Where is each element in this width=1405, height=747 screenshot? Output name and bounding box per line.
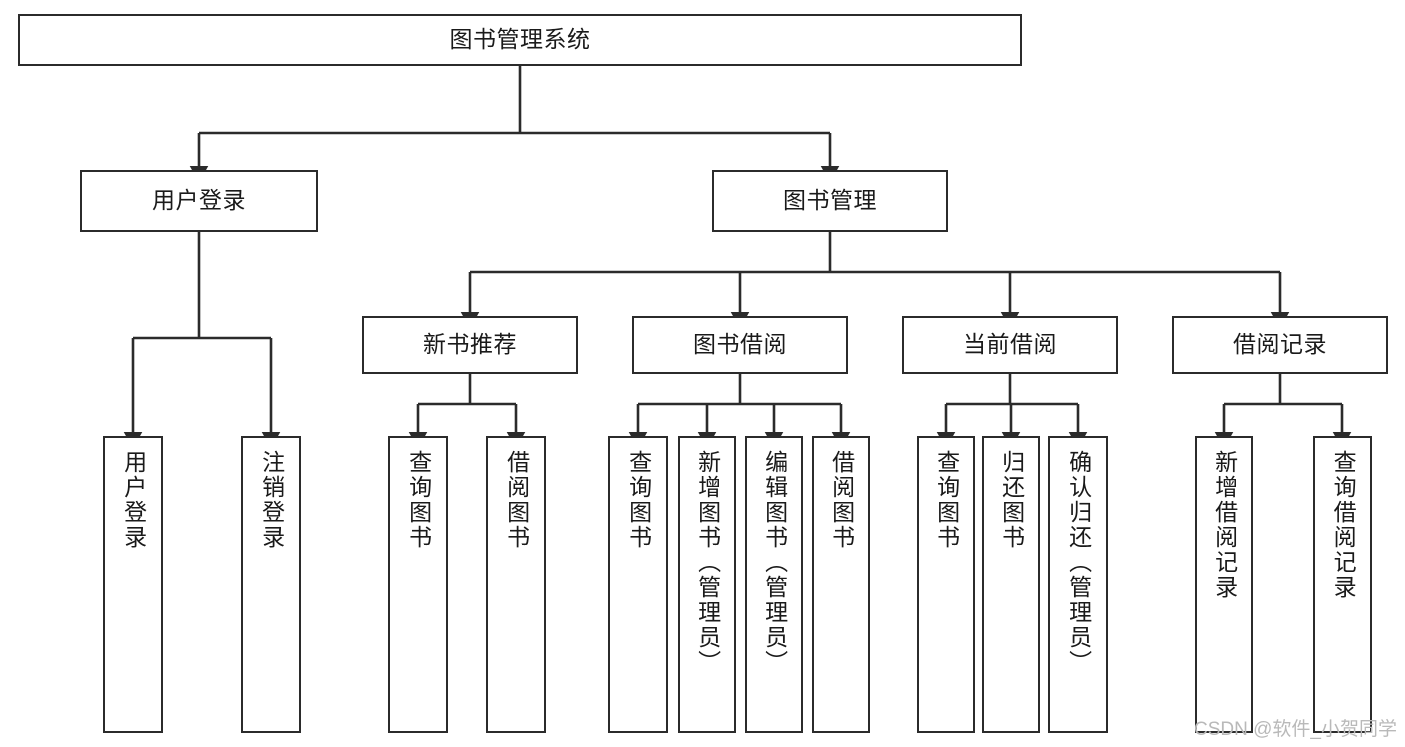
node-current-borrow[interactable]: 当前借阅 <box>902 316 1118 374</box>
node-label-leaf-logout: 注销登录 <box>258 450 285 550</box>
node-leaf-query-book-3[interactable]: 查询图书 <box>917 436 975 733</box>
node-borrow-record[interactable]: 借阅记录 <box>1172 316 1388 374</box>
node-leaf-query-book-2[interactable]: 查询图书 <box>608 436 668 733</box>
node-leaf-query-book-1[interactable]: 查询图书 <box>388 436 448 733</box>
node-label-leaf-borrow-book-2: 借阅图书 <box>828 450 855 550</box>
node-label-root: 图书管理系统 <box>449 26 591 53</box>
node-label-leaf-add-book: 新增图书（管理员） <box>694 450 721 675</box>
node-root[interactable]: 图书管理系统 <box>18 14 1022 66</box>
node-leaf-add-book[interactable]: 新增图书（管理员） <box>678 436 736 733</box>
node-leaf-query-record[interactable]: 查询借阅记录 <box>1313 436 1372 733</box>
node-label-leaf-query-book-1: 查询图书 <box>405 450 432 550</box>
node-leaf-add-record[interactable]: 新增借阅记录 <box>1195 436 1253 733</box>
node-user-login[interactable]: 用户登录 <box>80 170 318 232</box>
node-label-leaf-return-book: 归还图书 <box>998 450 1025 550</box>
node-leaf-edit-book[interactable]: 编辑图书（管理员） <box>745 436 803 733</box>
node-label-new-book-rec: 新书推荐 <box>423 331 517 358</box>
node-label-leaf-add-record: 新增借阅记录 <box>1211 450 1238 600</box>
node-label-leaf-user-login: 用户登录 <box>120 450 147 550</box>
node-label-leaf-borrow-book-1: 借阅图书 <box>503 450 530 550</box>
node-leaf-borrow-book-1[interactable]: 借阅图书 <box>486 436 546 733</box>
node-label-borrow-record: 借阅记录 <box>1233 331 1327 358</box>
node-label-current-borrow: 当前借阅 <box>963 331 1057 358</box>
node-book-borrow[interactable]: 图书借阅 <box>632 316 848 374</box>
node-leaf-return-book[interactable]: 归还图书 <box>982 436 1040 733</box>
node-leaf-borrow-book-2[interactable]: 借阅图书 <box>812 436 870 733</box>
node-leaf-logout[interactable]: 注销登录 <box>241 436 301 733</box>
node-label-user-login: 用户登录 <box>152 187 246 214</box>
node-label-leaf-confirm-return: 确认归还（管理员） <box>1065 450 1092 675</box>
node-label-leaf-query-book-3: 查询图书 <box>933 450 960 550</box>
node-book-manage[interactable]: 图书管理 <box>712 170 948 232</box>
watermark: CSDN @软件_小贺同学 <box>1194 719 1397 740</box>
node-leaf-user-login[interactable]: 用户登录 <box>103 436 163 733</box>
node-leaf-confirm-return[interactable]: 确认归还（管理员） <box>1048 436 1108 733</box>
node-label-leaf-edit-book: 编辑图书（管理员） <box>761 450 788 675</box>
node-label-leaf-query-book-2: 查询图书 <box>625 450 652 550</box>
node-label-book-borrow: 图书借阅 <box>693 331 787 358</box>
node-label-leaf-query-record: 查询借阅记录 <box>1330 450 1357 600</box>
node-new-book-rec[interactable]: 新书推荐 <box>362 316 578 374</box>
node-label-book-manage: 图书管理 <box>783 187 877 214</box>
edge-paths <box>123 66 1352 449</box>
